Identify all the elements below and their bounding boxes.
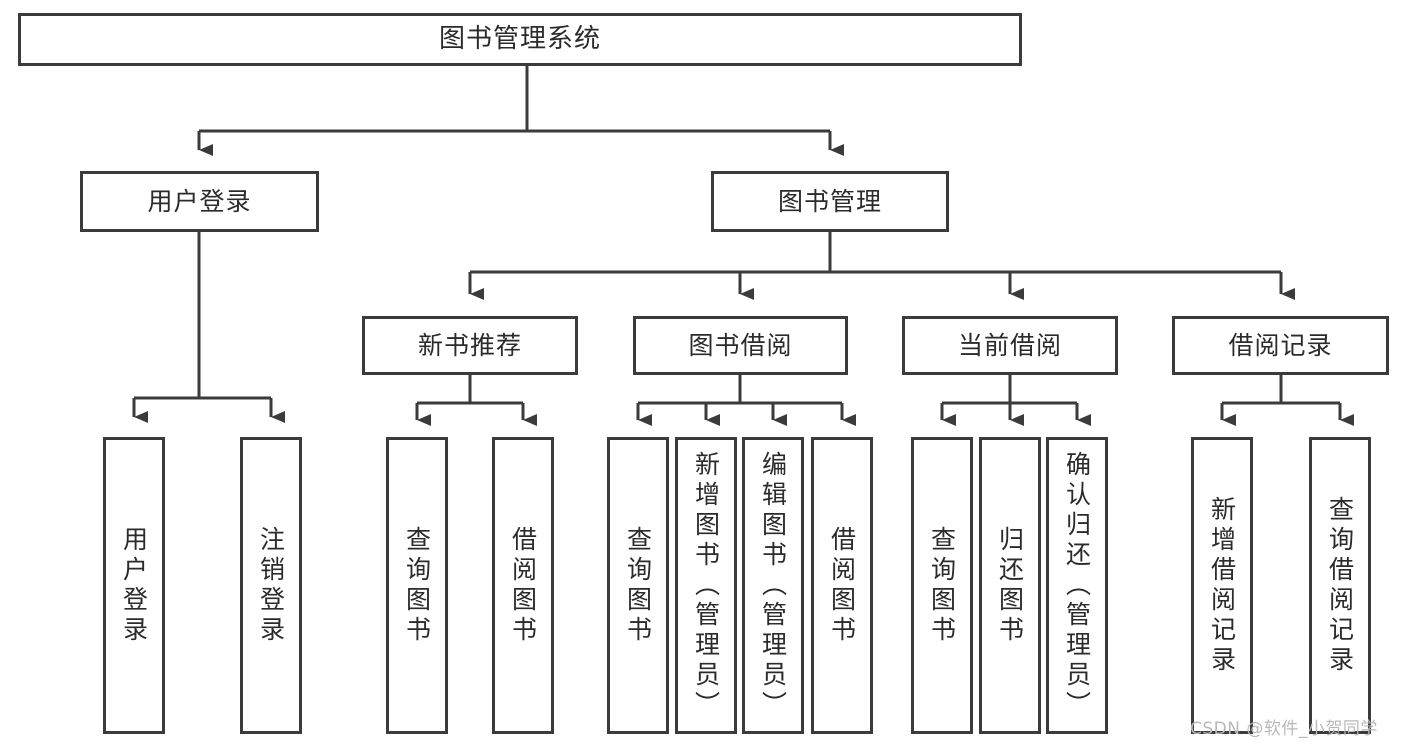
node-leaf-borrow-book-2-label: 借阅图书 bbox=[827, 525, 857, 646]
node-leaf-user-login-label: 用户登录 bbox=[119, 525, 149, 646]
node-leaf-query-book-2-label: 查询图书 bbox=[623, 525, 653, 646]
node-leaf-edit-book[interactable]: 编辑图书（管理员） bbox=[742, 437, 804, 734]
node-leaf-add-book-label: 新增图书（管理员） bbox=[691, 450, 721, 721]
node-leaf-query-book-1[interactable]: 查询图书 bbox=[386, 437, 448, 734]
node-book-manage-label: 图书管理 bbox=[777, 186, 882, 216]
node-borrow-record-label: 借阅记录 bbox=[1228, 330, 1333, 360]
node-user-login[interactable]: 用户登录 bbox=[80, 171, 319, 232]
node-current-borrow-label: 当前借阅 bbox=[957, 330, 1062, 360]
node-user-login-label: 用户登录 bbox=[147, 186, 252, 216]
node-leaf-return-book[interactable]: 归还图书 bbox=[979, 437, 1041, 734]
node-leaf-add-book[interactable]: 新增图书（管理员） bbox=[675, 437, 737, 734]
node-new-book-rec-label: 新书推荐 bbox=[417, 330, 522, 360]
node-leaf-query-book-3[interactable]: 查询图书 bbox=[911, 437, 973, 734]
node-leaf-query-record[interactable]: 查询借阅记录 bbox=[1309, 437, 1371, 734]
node-leaf-edit-book-label: 编辑图书（管理员） bbox=[758, 450, 788, 721]
node-borrow-record[interactable]: 借阅记录 bbox=[1172, 316, 1389, 375]
node-leaf-confirm-return-label: 确认归还（管理员） bbox=[1062, 450, 1092, 721]
node-leaf-borrow-book-1-label: 借阅图书 bbox=[508, 525, 538, 646]
node-leaf-user-login[interactable]: 用户登录 bbox=[103, 437, 165, 734]
node-leaf-query-book-1-label: 查询图书 bbox=[402, 525, 432, 646]
node-book-manage[interactable]: 图书管理 bbox=[711, 171, 949, 232]
node-current-borrow[interactable]: 当前借阅 bbox=[902, 316, 1118, 375]
node-leaf-return-book-label: 归还图书 bbox=[995, 525, 1025, 646]
node-leaf-logout[interactable]: 注销登录 bbox=[240, 437, 302, 734]
node-root-system[interactable]: 图书管理系统 bbox=[18, 13, 1022, 66]
node-book-borrow-label: 图书借阅 bbox=[688, 330, 793, 360]
node-leaf-logout-label: 注销登录 bbox=[256, 525, 286, 646]
node-leaf-query-book-2[interactable]: 查询图书 bbox=[607, 437, 669, 734]
csdn-watermark: CSDN @软件_小贺同学 bbox=[1190, 719, 1378, 739]
node-leaf-confirm-return[interactable]: 确认归还（管理员） bbox=[1046, 437, 1108, 734]
node-root-system-label: 图书管理系统 bbox=[438, 24, 601, 55]
node-leaf-borrow-book-2[interactable]: 借阅图书 bbox=[811, 437, 873, 734]
node-leaf-query-record-label: 查询借阅记录 bbox=[1325, 495, 1355, 676]
node-new-book-rec[interactable]: 新书推荐 bbox=[362, 316, 578, 375]
node-book-borrow[interactable]: 图书借阅 bbox=[633, 316, 848, 375]
node-leaf-query-book-3-label: 查询图书 bbox=[927, 525, 957, 646]
node-leaf-add-record-label: 新增借阅记录 bbox=[1207, 495, 1237, 676]
node-leaf-add-record[interactable]: 新增借阅记录 bbox=[1191, 437, 1253, 734]
node-leaf-borrow-book-1[interactable]: 借阅图书 bbox=[492, 437, 554, 734]
